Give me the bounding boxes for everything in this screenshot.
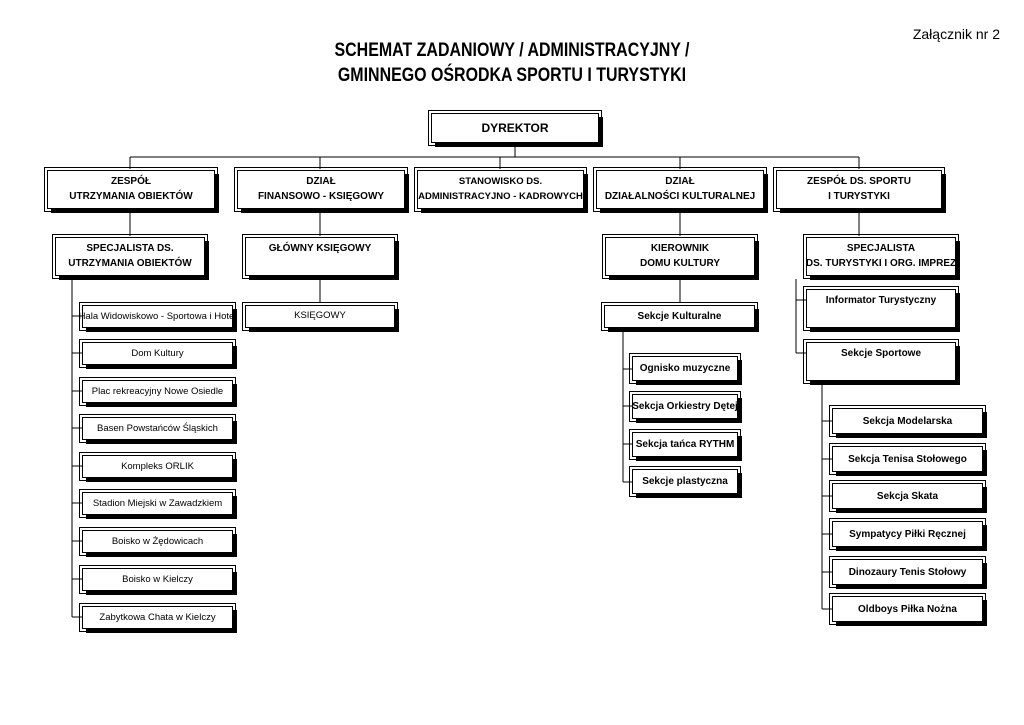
accountant-label: KSIĘGOWY — [294, 310, 346, 321]
title-line-1: SCHEMAT ZADANIOWY / ADMINISTRACYJNY / — [334, 40, 690, 61]
culture-section-item: Sekcja tańca RYTHM — [629, 429, 741, 460]
dept-sport-line-1: ZESPÓŁ DS. SPORTU — [807, 176, 911, 187]
sport-section-item: Sekcja Skata — [829, 480, 986, 512]
culture-section-item: Ognisko muzyczne — [629, 353, 741, 384]
facility-item: Zabytkowa Chata w Kielczy — [79, 603, 236, 632]
facility-label: Stadion Miejski w Zawadzkiem — [92, 498, 223, 509]
dept-sport: ZESPÓŁ DS. SPORTU I TURYSTYKI — [773, 167, 945, 212]
facility-item: Basen Powstańców Śląskich — [79, 414, 236, 443]
facility-label: Boisko w Kielczy — [122, 574, 193, 585]
dept-administration-line-1: STANOWISKO DS. — [458, 176, 543, 187]
dept-administration: STANOWISKO DS. ADMINISTRACYJNO - KADROWY… — [414, 167, 587, 212]
culture-section-item: Sekcje plastyczna — [629, 466, 741, 497]
culture-sections-box: Sekcje Kulturalne — [601, 302, 758, 331]
tourism-specialist-box: SPECJALISTA DS. TURYSTYKI I ORG. IMPREZ — [803, 234, 959, 279]
sport-section-label: Dinozaury Tenis Stołowy — [848, 566, 967, 578]
sport-section-item: Sekcja Modelarska — [829, 405, 986, 437]
facility-item: Kompleks ORLIK — [79, 452, 236, 481]
facility-label: Kompleks ORLIK — [121, 461, 194, 472]
culture-sections-label: Sekcje Kulturalne — [637, 311, 722, 322]
sport-section-item: Oldboys Piłka Nożna — [829, 593, 986, 625]
facility-item: Stadion Miejski w Zawadzkiem — [79, 489, 236, 518]
sport-sections-box: Sekcje Sportowe — [803, 339, 959, 384]
culture-section-label: Sekcja Orkiestry Dętej — [632, 401, 738, 412]
facility-item: Boisko w Żędowicach — [79, 527, 236, 556]
sport-section-label: Sekcja Tenisa Stołowego — [848, 453, 967, 465]
director-box: DYREKTOR — [428, 110, 602, 146]
dept-culture-line-2: DZIAŁALNOŚCI KULTURALNEJ — [604, 191, 756, 202]
chief-accountant-box: GŁÓWNY KSIĘGOWY — [242, 234, 398, 279]
maintenance-specialist-box: SPECJALISTA DS. UTRZYMANIA OBIEKTÓW — [52, 234, 208, 279]
dept-maintenance-line-2: UTRZYMANIA OBIEKTÓW — [69, 191, 193, 202]
facility-label: Boisko w Żędowicach — [111, 536, 204, 547]
culture-manager-box: KIEROWNIK DOMU KULTURY — [602, 234, 758, 279]
facility-label: Hala Widowiskowo - Sportowa i Hotel — [78, 311, 237, 322]
sport-sections-label: Sekcje Sportowe — [840, 348, 922, 359]
dept-maintenance-line-1: ZESPÓŁ — [110, 176, 151, 187]
culture-section-label: Ognisko muzyczne — [639, 363, 731, 374]
chief-accountant-label: GŁÓWNY KSIĘGOWY — [268, 243, 372, 254]
facility-item: Hala Widowiskowo - Sportowa i Hotel — [79, 302, 236, 331]
accountant-box: KSIĘGOWY — [242, 302, 398, 331]
facility-label: Plac rekreacyjny Nowe Osiedle — [91, 386, 224, 397]
dept-finance: DZIAŁ FINANSOWO - KSIĘGOWY — [234, 167, 408, 212]
culture-section-item: Sekcja Orkiestry Dętej — [629, 391, 741, 422]
sport-section-label: Sekcja Skata — [876, 490, 939, 502]
tourism-specialist-line-2: DS. TURYSTYKI I ORG. IMPREZ — [805, 258, 957, 269]
tourist-info-label: Informator Turystyczny — [825, 295, 937, 306]
dept-sport-line-2: I TURYSTYKI — [828, 191, 890, 202]
page-title: SCHEMAT ZADANIOWY / ADMINISTRACYJNY / GM… — [302, 38, 722, 88]
sport-section-label: Sympatycy Piłki Ręcznej — [849, 528, 966, 540]
culture-manager-line-1: KIEROWNIK — [650, 243, 710, 254]
tourism-specialist-line-1: SPECJALISTA — [846, 243, 916, 254]
dept-culture-line-1: DZIAŁ — [665, 176, 695, 187]
facility-item: Boisko w Kielczy — [79, 565, 236, 594]
maintenance-specialist-line-1: SPECJALISTA DS. — [86, 243, 174, 254]
sport-section-item: Sympatycy Piłki Ręcznej — [829, 518, 986, 550]
sport-section-label: Oldboys Piłka Nożna — [858, 603, 957, 615]
dept-finance-line-1: DZIAŁ — [306, 176, 336, 187]
culture-manager-line-2: DOMU KULTURY — [640, 258, 720, 269]
dept-finance-line-2: FINANSOWO - KSIĘGOWY — [257, 191, 385, 202]
director-label: DYREKTOR — [481, 120, 549, 135]
facility-label: Dom Kultury — [131, 348, 184, 359]
culture-section-label: Sekcje plastyczna — [642, 476, 728, 487]
sport-section-label: Sekcja Modelarska — [862, 415, 953, 427]
title-line-2: GMINNEGO OŚRODKA SPORTU I TURYSTYKI — [337, 65, 687, 86]
annex-label: Załącznik nr 2 — [912, 26, 1000, 42]
facility-label: Zabytkowa Chata w Kielczy — [99, 612, 216, 623]
sport-section-item: Dinozaury Tenis Stołowy — [829, 556, 986, 588]
facility-item: Dom Kultury — [79, 339, 236, 368]
culture-section-label: Sekcja tańca RYTHM — [635, 439, 735, 450]
dept-administration-line-2: ADMINISTRACYJNO - KADROWYCH — [418, 191, 583, 202]
sport-section-item: Sekcja Tenisa Stołowego — [829, 443, 986, 475]
facility-label: Basen Powstańców Śląskich — [97, 423, 218, 434]
facility-item: Plac rekreacyjny Nowe Osiedle — [79, 377, 236, 406]
maintenance-specialist-line-2: UTRZYMANIA OBIEKTÓW — [68, 258, 192, 269]
dept-culture: DZIAŁ DZIAŁALNOŚCI KULTURALNEJ — [593, 167, 767, 212]
tourist-info-box: Informator Turystyczny — [803, 286, 959, 331]
dept-maintenance: ZESPÓŁ UTRZYMANIA OBIEKTÓW — [44, 167, 218, 212]
